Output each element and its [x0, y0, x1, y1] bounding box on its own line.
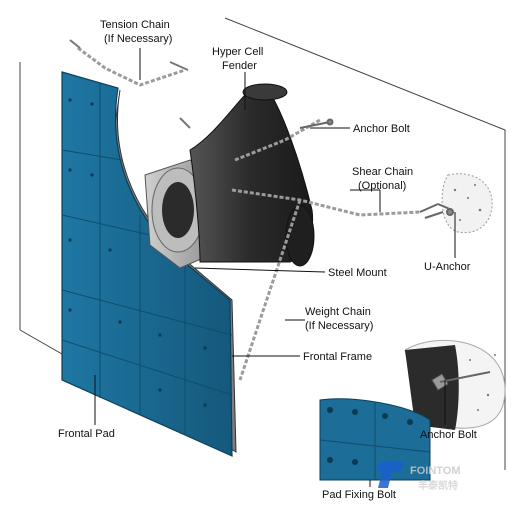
label-weight-chain: Weight Chain: [305, 306, 371, 318]
frontal-pad: [61, 71, 233, 457]
u-anchor: [419, 203, 454, 219]
inset-pad-fixing-bolt: [319, 398, 431, 481]
tension-chain-hooks: [69, 39, 191, 129]
label-pad-fixing-bolt: Pad Fixing Bolt: [322, 489, 396, 501]
label-steel-mount: Steel Mount: [328, 267, 387, 279]
pad-grid: [61, 83, 233, 435]
label-hyper-cell-fender: Fender: [222, 60, 257, 72]
concrete-texture: [441, 173, 493, 234]
logo-name-en: FOINTOM: [410, 465, 461, 477]
fointom-logo: FOINTOM 丰泰凯特: [376, 462, 461, 492]
label-weight-chain-note: (If Necessary): [305, 320, 373, 332]
label-anchor-bolt-top: Anchor Bolt: [353, 123, 410, 135]
anchor-bolt-top: [299, 118, 334, 129]
label-anchor-bolt-inset: Anchor Bolt: [420, 429, 477, 441]
label-tension-chain: Tension Chain: [100, 19, 170, 31]
label-u-anchor: U-Anchor: [424, 261, 471, 273]
label-frontal-pad: Frontal Pad: [58, 428, 115, 440]
weight-chain: [238, 199, 302, 381]
label-hyper-cell: Hyper Cell: [212, 46, 263, 58]
label-shear-chain: Shear Chain: [352, 166, 413, 178]
label-shear-chain-note: (Optional): [358, 180, 406, 192]
logo-mark-icon: [376, 462, 405, 488]
leader-lines: [94, 48, 456, 487]
pad-bolts: [68, 98, 207, 407]
label-tension-chain-note: (If Necessary): [104, 33, 172, 45]
label-frontal-frame: Frontal Frame: [303, 351, 372, 363]
logo-name-cn: 丰泰凯特: [418, 479, 458, 492]
hyper-cell-fender: [189, 83, 315, 267]
tension-chain: [77, 46, 186, 87]
